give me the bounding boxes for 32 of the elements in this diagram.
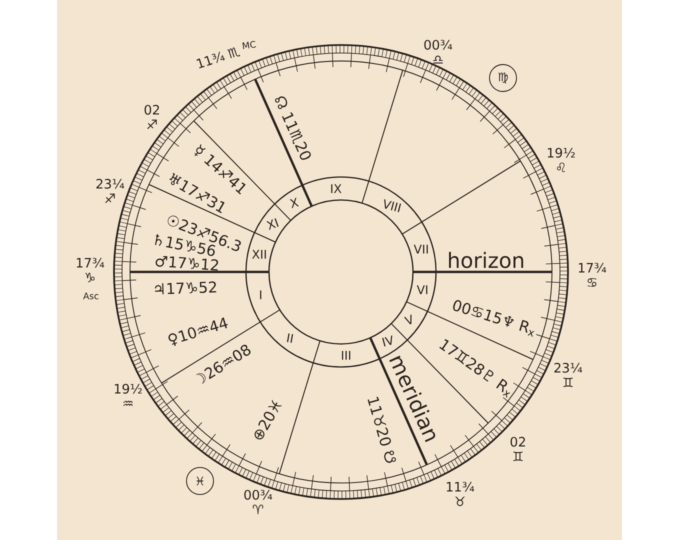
cusp-label: 11¾ ♉: [446, 482, 474, 506]
planet-position: ♂17♑12: [156, 256, 218, 271]
cusp-label: 23¼ ♐: [96, 178, 124, 204]
house-number: VIII: [384, 199, 402, 212]
cusp-label: 00¾ ♈: [244, 490, 272, 514]
house-number: I: [260, 290, 262, 300]
planet-position: ♃17♑52: [154, 281, 216, 294]
cusp-label: 17¾ ♑: [76, 258, 104, 282]
house-number: VII: [414, 244, 428, 254]
house-number: XII: [252, 250, 266, 259]
house-number: IX: [331, 184, 342, 194]
house-number: V: [404, 314, 412, 324]
cusp-label: 17¾ ♋: [578, 262, 606, 287]
cusp-label: 19½ ♌: [548, 148, 575, 172]
angle-label: Asc: [83, 292, 98, 300]
cusp-label: 23¼ ♊: [554, 362, 582, 388]
cusp-label: 02 ♐: [144, 104, 159, 130]
cusp-label: 11¾ ♏: [196, 47, 240, 68]
cusp-label: 02 ♊: [510, 436, 525, 462]
house-number: VI: [416, 285, 428, 294]
house-number: XI: [266, 218, 279, 230]
axis-label: horizon: [449, 252, 524, 268]
house-number: III: [342, 350, 350, 360]
cusp-label: 19½ ♒: [114, 384, 142, 406]
circled-sign: ♍: [489, 64, 517, 92]
house-number: IV: [382, 335, 392, 347]
angle-label: MC: [242, 40, 256, 50]
planet-position: 11♉20 ☋: [368, 396, 396, 463]
circled-sign: ♓: [186, 467, 214, 495]
cusp-label: 00¾ ♎: [424, 40, 452, 64]
house-number: II: [286, 333, 294, 343]
house-number: X: [290, 198, 299, 208]
